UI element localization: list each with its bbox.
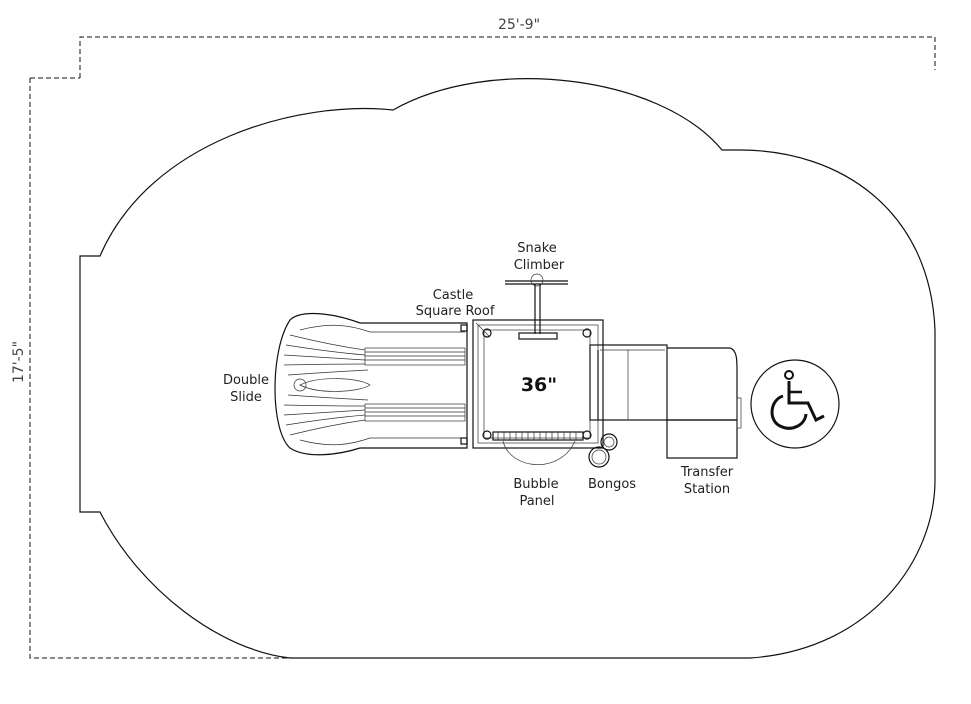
svg-text:Square Roof: Square Roof	[416, 304, 495, 319]
castle-roof-label: Castle Square Roof	[416, 288, 495, 319]
snake-climber	[505, 273, 568, 340]
double-slide-label: Double Slide	[223, 373, 269, 405]
snake-climber-label: Snake Climber	[514, 241, 565, 273]
bongos	[588, 433, 618, 468]
transfer-station-label: Transfer Station	[680, 465, 734, 497]
transfer-station	[589, 344, 742, 459]
bongos-label: Bongos	[588, 477, 636, 492]
svg-text:Slide: Slide	[230, 390, 262, 405]
width-dimension: 25'-9"	[30, 17, 936, 79]
height-dimension-label: 17'-5"	[11, 341, 27, 383]
svg-text:Castle: Castle	[433, 288, 474, 303]
svg-text:Station: Station	[684, 482, 730, 497]
svg-text:Bubble: Bubble	[513, 477, 558, 492]
double-slide	[274, 312, 468, 456]
deck: 36"	[472, 319, 604, 449]
svg-text:Panel: Panel	[519, 494, 554, 509]
svg-text:Climber: Climber	[514, 258, 565, 273]
svg-text:Snake: Snake	[517, 241, 557, 256]
svg-text:Double: Double	[223, 373, 269, 388]
wheelchair-icon	[750, 359, 840, 449]
deck-height-label: 36"	[521, 374, 557, 396]
height-dimension: 17'-5"	[11, 78, 290, 659]
bubble-panel	[492, 431, 584, 465]
svg-text:Transfer: Transfer	[680, 465, 734, 480]
width-dimension-label: 25'-9"	[498, 17, 540, 33]
safety-surface-outline	[79, 78, 936, 659]
bubble-panel-label: Bubble Panel	[513, 477, 558, 509]
